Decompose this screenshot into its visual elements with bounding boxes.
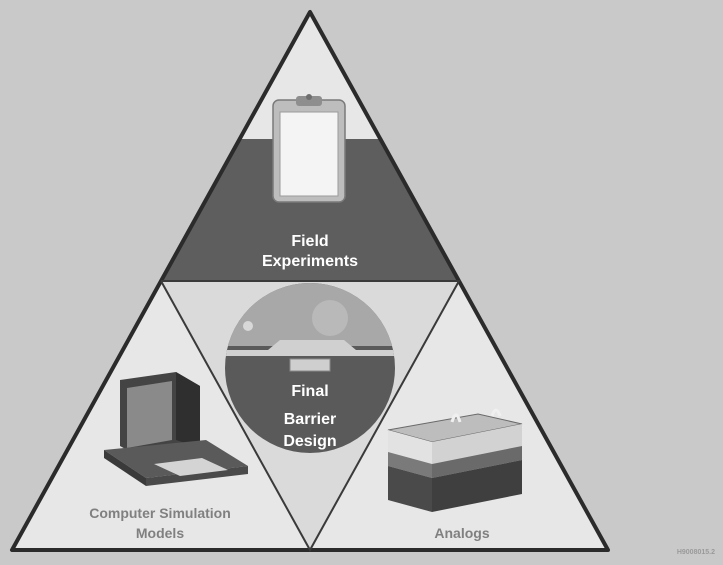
inner-triangle [160,280,461,553]
top-label-line1: Field [291,233,328,250]
top-label-line2: Experiments [262,253,358,270]
left-label-line2: Models [136,525,184,541]
field-experiments-band [161,139,459,281]
left-label-line1: Computer Simulation [89,505,231,521]
center-label-line3: Design [283,433,336,450]
center-label-line1: Final [291,383,328,400]
barrier-cross-section-icon [225,283,395,453]
computer-icon [104,372,248,486]
clipboard-icon [272,94,346,203]
right-label: Analogs [434,525,489,541]
soil-layers-block-icon [387,408,523,512]
figure-code: H9008015.2 [677,549,715,556]
right-panel [310,281,608,550]
center-label-line2: Barrier [284,411,336,428]
